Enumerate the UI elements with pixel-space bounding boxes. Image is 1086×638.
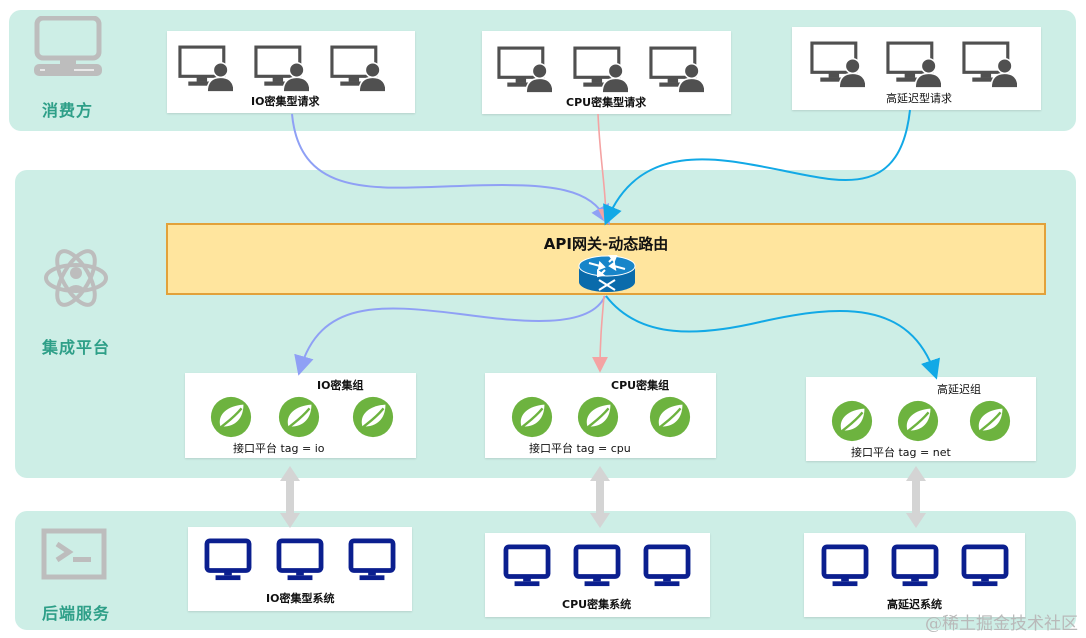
spring-leaf-icon	[209, 395, 253, 439]
backend-card-net[interactable]: 高延迟系统	[804, 533, 1025, 617]
user-workstation-icon	[809, 41, 865, 89]
spring-leaf-icon	[510, 395, 554, 439]
monitor-icon	[961, 544, 1009, 588]
watermark: @稀土掘金技术社区	[925, 614, 1078, 634]
spring-leaf-icon	[968, 399, 1012, 443]
monitor-icon	[204, 538, 252, 582]
group-tag-label: 接口平台 tag = net	[851, 446, 951, 459]
spring-leaf-icon	[576, 395, 620, 439]
gateway-title: API网关-动态路由	[543, 235, 669, 253]
monitor-icon	[643, 544, 691, 588]
group-title: 高延迟组	[937, 383, 981, 396]
desktop-computer-icon	[34, 15, 102, 82]
monitor-icon	[891, 544, 939, 588]
group-card-io[interactable]: IO密集组 接口平台 tag = io	[185, 373, 416, 458]
backend-card-label: CPU密集系统	[562, 598, 632, 611]
monitor-icon	[573, 544, 621, 588]
spring-leaf-icon	[351, 395, 395, 439]
user-workstation-icon	[496, 46, 552, 94]
group-title: CPU密集组	[611, 379, 670, 392]
integration-layer-label: 集成平台	[42, 338, 111, 357]
user-workstation-icon	[253, 45, 309, 93]
consumer-card-label: 高延迟型请求	[886, 92, 952, 105]
user-workstation-icon	[177, 45, 233, 93]
terminal-icon	[41, 528, 107, 584]
user-workstation-icon	[572, 46, 628, 94]
user-workstation-icon	[329, 45, 385, 93]
group-tag-label: 接口平台 tag = cpu	[529, 442, 631, 455]
group-title: IO密集组	[317, 379, 364, 392]
monitor-icon	[503, 544, 551, 588]
backend-card-label: 高延迟系统	[887, 598, 942, 611]
monitor-icon	[276, 538, 324, 582]
backend-card-io[interactable]: IO密集型系统	[188, 527, 412, 611]
consumer-layer-label: 消费方	[42, 101, 94, 120]
spring-leaf-icon	[277, 395, 321, 439]
user-workstation-icon	[885, 41, 941, 89]
consumer-card-io[interactable]: IO密集型请求	[167, 31, 415, 113]
atom-user-icon	[40, 245, 112, 315]
router-icon	[577, 254, 637, 298]
consumer-card-cpu[interactable]: CPU密集型请求	[482, 31, 731, 114]
monitor-icon	[348, 538, 396, 582]
group-card-net[interactable]: 高延迟组 接口平台 tag = net	[806, 377, 1036, 461]
consumer-card-label: IO密集型请求	[251, 95, 320, 108]
backend-card-label: IO密集型系统	[266, 592, 335, 605]
backend-card-cpu[interactable]: CPU密集系统	[485, 533, 710, 617]
group-card-cpu[interactable]: CPU密集组 接口平台 tag = cpu	[485, 373, 716, 458]
user-workstation-icon	[961, 41, 1017, 89]
backend-layer-label: 后端服务	[42, 604, 111, 623]
user-workstation-icon	[648, 46, 704, 94]
consumer-card-net[interactable]: 高延迟型请求	[792, 27, 1041, 110]
spring-leaf-icon	[648, 395, 692, 439]
spring-leaf-icon	[830, 399, 874, 443]
spring-leaf-icon	[896, 399, 940, 443]
group-tag-label: 接口平台 tag = io	[233, 442, 325, 455]
monitor-icon	[821, 544, 869, 588]
consumer-card-label: CPU密集型请求	[566, 96, 647, 109]
